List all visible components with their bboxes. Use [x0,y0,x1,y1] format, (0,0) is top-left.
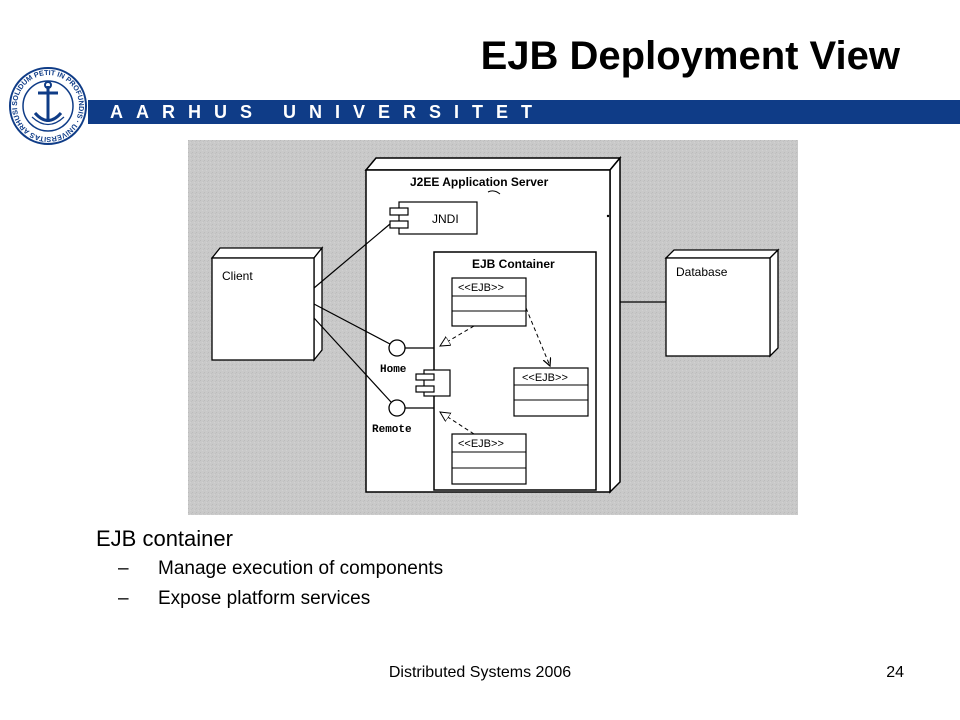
remote-label: Remote [372,424,412,436]
jndi-label: JNDI [432,212,459,226]
ejb-box-2: <<EJB>> [513,367,589,417]
bullet-sub-1: – Manage execution of components [118,554,856,584]
client-label: Client [222,269,253,283]
slide-title: EJB Deployment View [480,34,900,78]
university-banner: AARHUS UNIVERSITET [88,100,960,124]
container-label: EJB Container [472,257,555,271]
database-label: Database [676,265,728,279]
client-node: Client [210,246,324,362]
ejb-label-1: <<EJB>> [458,282,504,294]
footer-course: Distributed Systems 2006 [388,664,572,681]
bullet-sub-2: – Expose platform services [118,584,856,614]
bullet-sub-text-1: Manage execution of components [158,558,444,579]
client-jndi-link [313,223,391,289]
database-node: Database [664,248,780,358]
container-connector [415,369,451,397]
bullet-dash: – [118,588,129,609]
client-home-link [313,303,391,345]
university-seal-logo: SOLIDUM PETIT IN PROFUNDIS · UNIVERSITAS… [8,66,87,145]
jndi-component: JNDI [389,201,478,235]
ejb-box-1: <<EJB>> [451,277,527,327]
slide-footer: Distributed Systems 2006 24 [0,664,960,688]
ejb-label-2: <<EJB>> [522,372,568,384]
deployment-diagram: J2EE Application Server JNDI Client Data… [188,140,798,515]
bullet-list: EJB container – Manage execution of comp… [96,524,856,614]
ejb-dependency-arrow [525,307,550,366]
client-remote-link [313,317,392,403]
bullet-dash: – [118,558,129,579]
bullet-sub-text-2: Expose platform services [158,588,371,609]
home-label: Home [380,364,407,376]
remote-interface: Remote [372,399,412,436]
server-label: J2EE Application Server [410,175,549,189]
university-name: AARHUS UNIVERSITET [110,102,546,122]
bullet-main: EJB container [96,526,233,551]
page-number: 24 [886,664,904,681]
ejb-box-3: <<EJB>> [451,433,527,485]
ejb-label-3: <<EJB>> [458,438,504,450]
